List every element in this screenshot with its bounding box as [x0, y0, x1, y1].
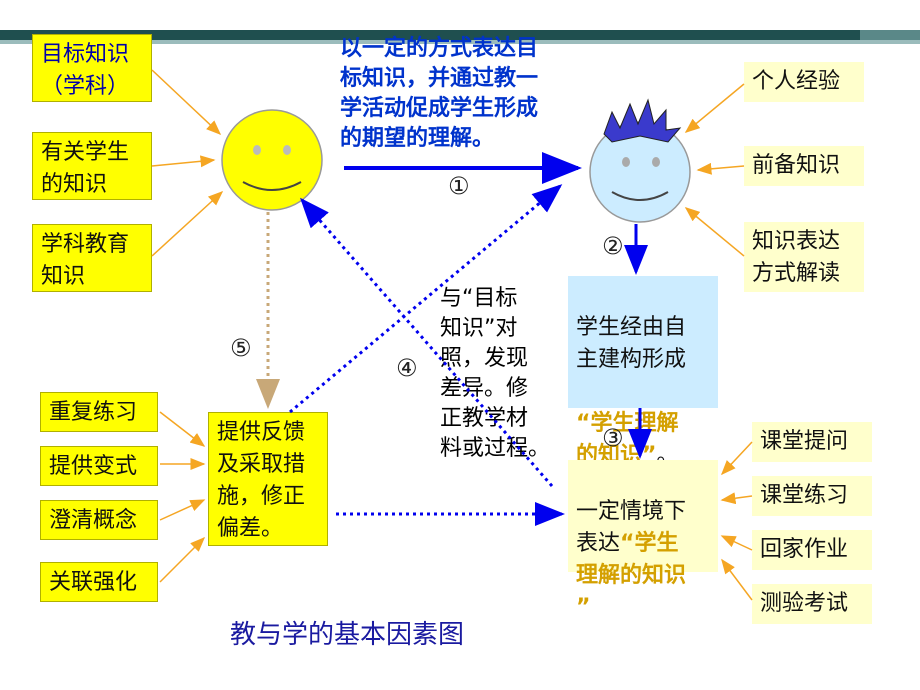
teacher-caption: 以一定的方式表达目 标知识，并通过教一 学活动促成学生形成 的期望的理解。	[340, 36, 539, 151]
input-target-knowledge: 目标知识 （学科）	[32, 34, 152, 102]
method-repeat-practice: 重复练习	[40, 392, 158, 432]
compare-caption: 与“目标 知识”对 照，发现 差异。修 正教学材 料或过程。	[440, 286, 551, 461]
method-reinforce: 关联强化	[40, 562, 158, 602]
assess-test: 测验考试	[752, 584, 872, 624]
input-personal-experience: 个人经验	[744, 62, 864, 102]
input-expression-reading: 知识表达 方式解读	[744, 222, 864, 292]
expression-prefix: 一定情境下 表达	[576, 499, 687, 556]
teacher-face-icon	[221, 109, 323, 211]
method-clarify: 澄清概念	[40, 500, 158, 540]
expression-highlight: “学生 理解的知识 ”	[576, 531, 687, 620]
step-3: ③	[602, 424, 624, 452]
input-prior-knowledge: 前备知识	[744, 146, 864, 186]
step-2: ②	[602, 232, 624, 260]
step-4: ④	[396, 354, 418, 382]
student-face-icon	[589, 98, 691, 223]
student-construct-prefix: 学生经由自 主建构形成	[576, 315, 687, 372]
step-5: ⑤	[230, 334, 252, 362]
assess-homework: 回家作业	[752, 530, 872, 570]
method-variation: 提供变式	[40, 446, 158, 486]
step-1: ①	[448, 172, 470, 200]
top-decorative-bar	[0, 0, 920, 44]
diagram-title: 教与学的基本因素图	[230, 620, 465, 650]
assess-exercise: 课堂练习	[752, 476, 872, 516]
student-construct-box: 学生经由自 主建构形成 “学生理解 的知识”。	[568, 276, 718, 468]
assess-questioning: 课堂提问	[752, 422, 872, 462]
expression-box: 一定情境下 表达“学生 理解的知识 ”	[568, 460, 718, 620]
input-student-knowledge: 有关学生 的知识	[32, 132, 152, 200]
input-subject-pedagogy: 学科教育 知识	[32, 224, 152, 292]
feedback-box: 提供反馈 及采取措 施，修正 偏差。	[208, 412, 328, 546]
